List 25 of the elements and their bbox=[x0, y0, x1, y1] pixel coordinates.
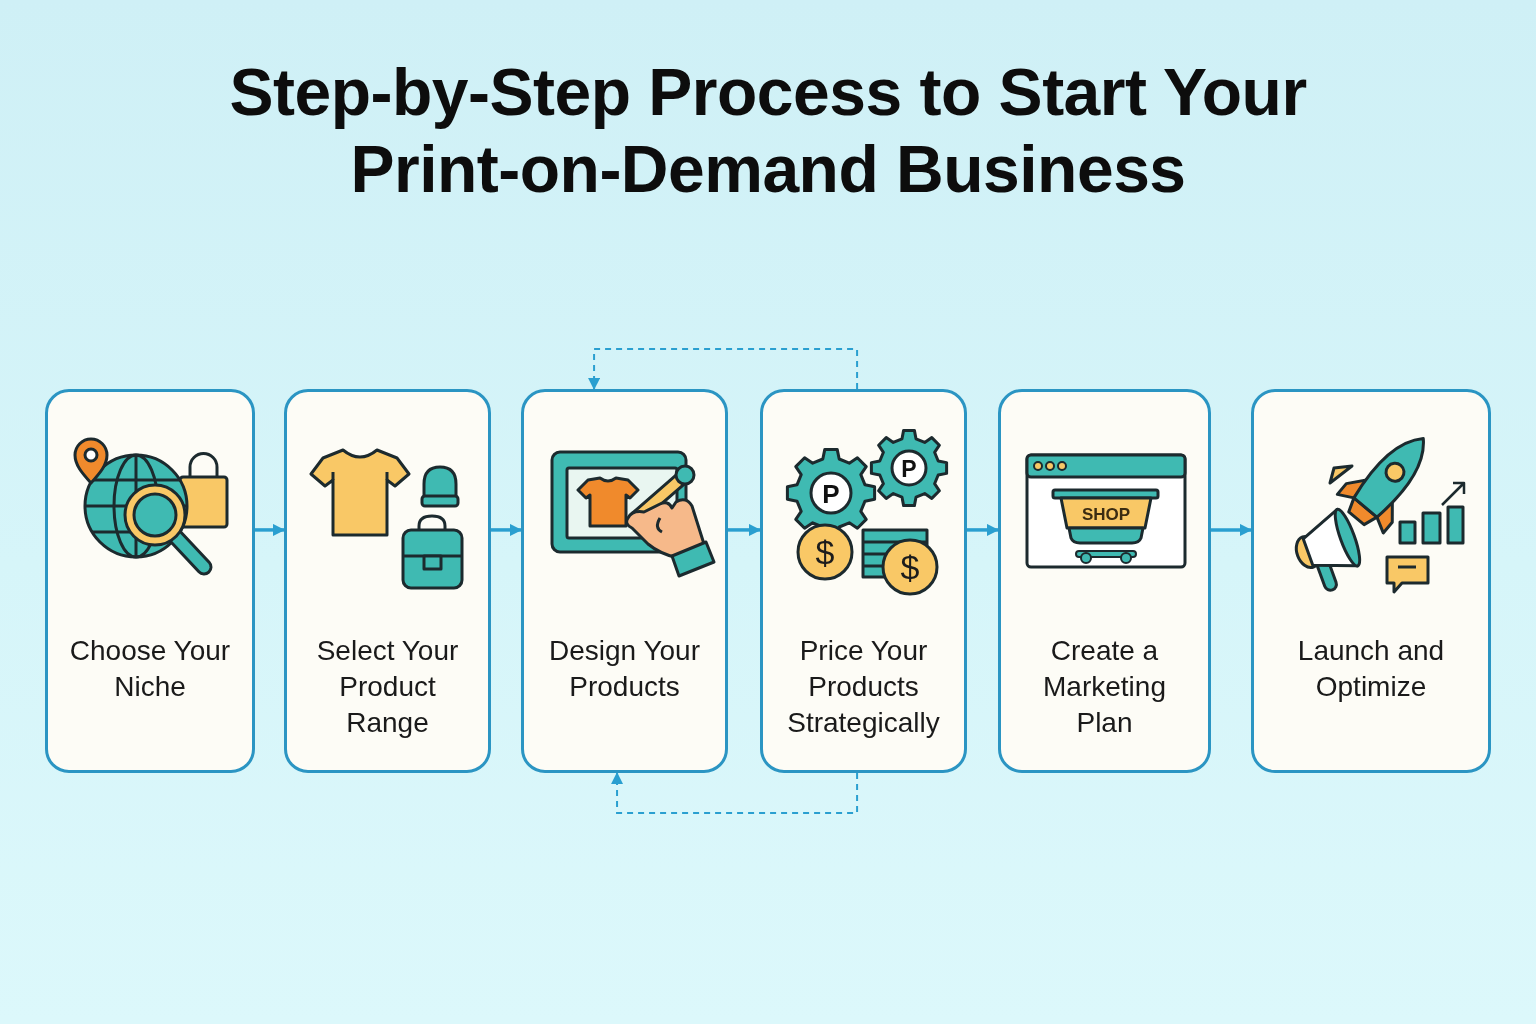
step-label: Create a Marketing Plan bbox=[1042, 634, 1167, 740]
diagram-title: Step-by-Step Process to Start Your Print-on-Demand Business bbox=[228, 54, 1308, 208]
step-label: Choose Your Niche bbox=[68, 634, 232, 704]
gear-letter: P bbox=[822, 481, 840, 507]
step-card bbox=[1251, 389, 1491, 773]
step-card bbox=[521, 389, 728, 773]
flow-arrow bbox=[1211, 523, 1252, 536]
step-card bbox=[45, 389, 255, 773]
flow-arrow bbox=[491, 523, 522, 536]
gear-letter: P bbox=[901, 457, 917, 481]
flow-arrow bbox=[967, 523, 999, 536]
step-card bbox=[760, 389, 967, 773]
flow-arrow bbox=[255, 523, 285, 536]
coin-symbol: $ bbox=[815, 535, 835, 569]
dashed-loop-arrow bbox=[588, 348, 859, 390]
step-card bbox=[998, 389, 1211, 773]
flow-arrow bbox=[728, 523, 761, 536]
step-label: Select Your Product Range bbox=[315, 634, 460, 740]
step-card bbox=[284, 389, 491, 773]
step-label: Price Your Products Strategically bbox=[786, 634, 941, 740]
dashed-loop-arrow bbox=[611, 772, 859, 814]
coin-symbol: $ bbox=[900, 550, 920, 584]
shop-sign-text: SHOP bbox=[1081, 505, 1131, 523]
step-label: Launch and Optimize bbox=[1296, 634, 1446, 704]
step-label: Design Your Products bbox=[548, 634, 701, 704]
